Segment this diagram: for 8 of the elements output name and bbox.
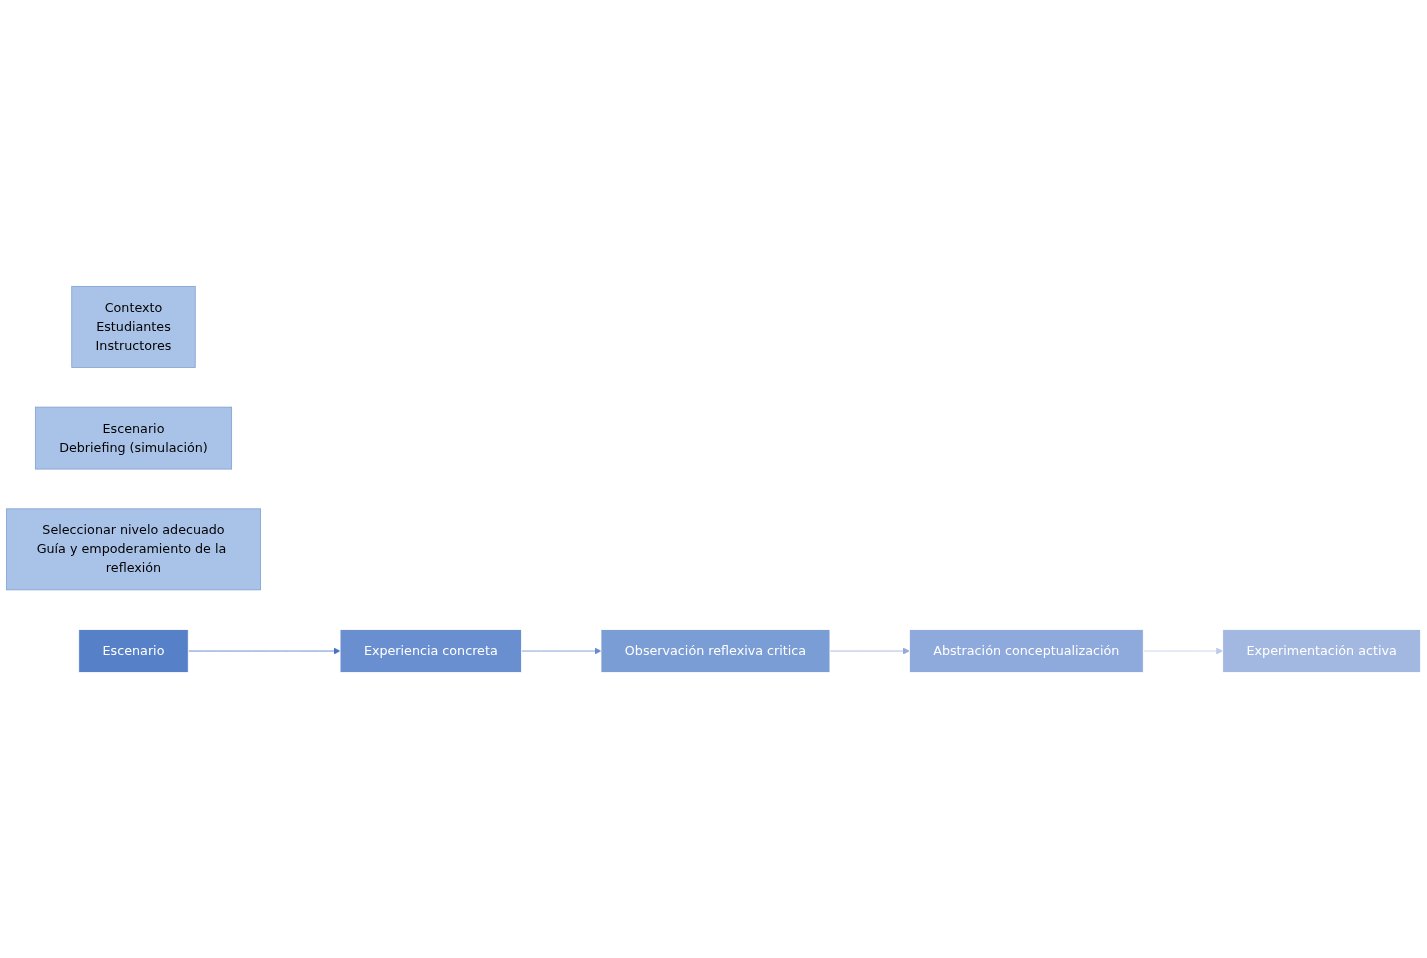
node-box: Experiencia concreta [339,628,522,673]
node-box: Observación reflexiva critica [600,628,831,673]
node-box: Escenario Debriefing (simulación) [34,406,233,470]
node-box: Abstración conceptualización [909,628,1144,673]
node-box: Escenario [78,628,189,673]
node-box: Contexto Estudiantes Instructores [71,285,196,368]
node-box: Experimentación activa [1222,628,1422,673]
node-box: Seleccionar nivelo adecuado Guía y empoderamiento de la reflexión [5,508,261,590]
